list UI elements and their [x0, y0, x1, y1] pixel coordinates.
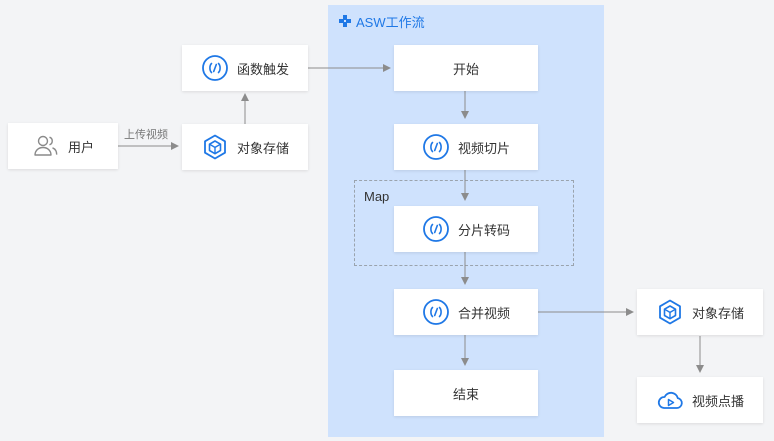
- cloud-play-icon: [657, 391, 683, 409]
- node-func-trigger-label: 函数触发: [236, 61, 289, 77]
- cube-icon: [204, 134, 226, 160]
- cube-icon: [659, 299, 681, 325]
- node-storage-in[interactable]: 对象存储: [182, 124, 308, 170]
- node-storage-out[interactable]: 对象存储: [637, 289, 763, 335]
- function-icon: [202, 55, 228, 81]
- swimlane-title-text: ASW工作流: [356, 14, 425, 30]
- function-icon: [423, 134, 449, 160]
- node-start[interactable]: 开始: [394, 45, 538, 91]
- plus-icon: [339, 15, 351, 27]
- node-vod[interactable]: 视频点播: [637, 377, 763, 423]
- function-icon: [423, 216, 449, 242]
- node-vod-label: 视频点播: [691, 393, 744, 409]
- node-video-slice-label: 视频切片: [457, 140, 510, 156]
- map-label: Map: [364, 189, 390, 204]
- node-func-trigger[interactable]: 函数触发: [182, 45, 308, 91]
- node-end-label: 结束: [452, 386, 479, 402]
- node-storage-out-label: 对象存储: [691, 305, 744, 321]
- function-icon: [423, 299, 449, 325]
- edge-label-upload: 上传视频: [124, 129, 168, 141]
- swimlane-title: ASW工作流: [338, 12, 425, 30]
- node-video-slice[interactable]: 视频切片: [394, 124, 538, 170]
- node-start-label: 开始: [452, 61, 479, 77]
- map-container: [354, 180, 574, 266]
- node-shard-transcode[interactable]: 分片转码: [394, 206, 538, 252]
- node-storage-in-label: 对象存储: [236, 140, 289, 156]
- node-user[interactable]: 用户: [8, 123, 118, 169]
- node-user-label: 用户: [67, 139, 94, 155]
- users-icon: [34, 135, 58, 156]
- node-merge-video-label: 合并视频: [457, 305, 510, 321]
- node-shard-transcode-label: 分片转码: [457, 222, 510, 238]
- node-end[interactable]: 结束: [394, 370, 538, 416]
- node-merge-video[interactable]: 合并视频: [394, 289, 538, 335]
